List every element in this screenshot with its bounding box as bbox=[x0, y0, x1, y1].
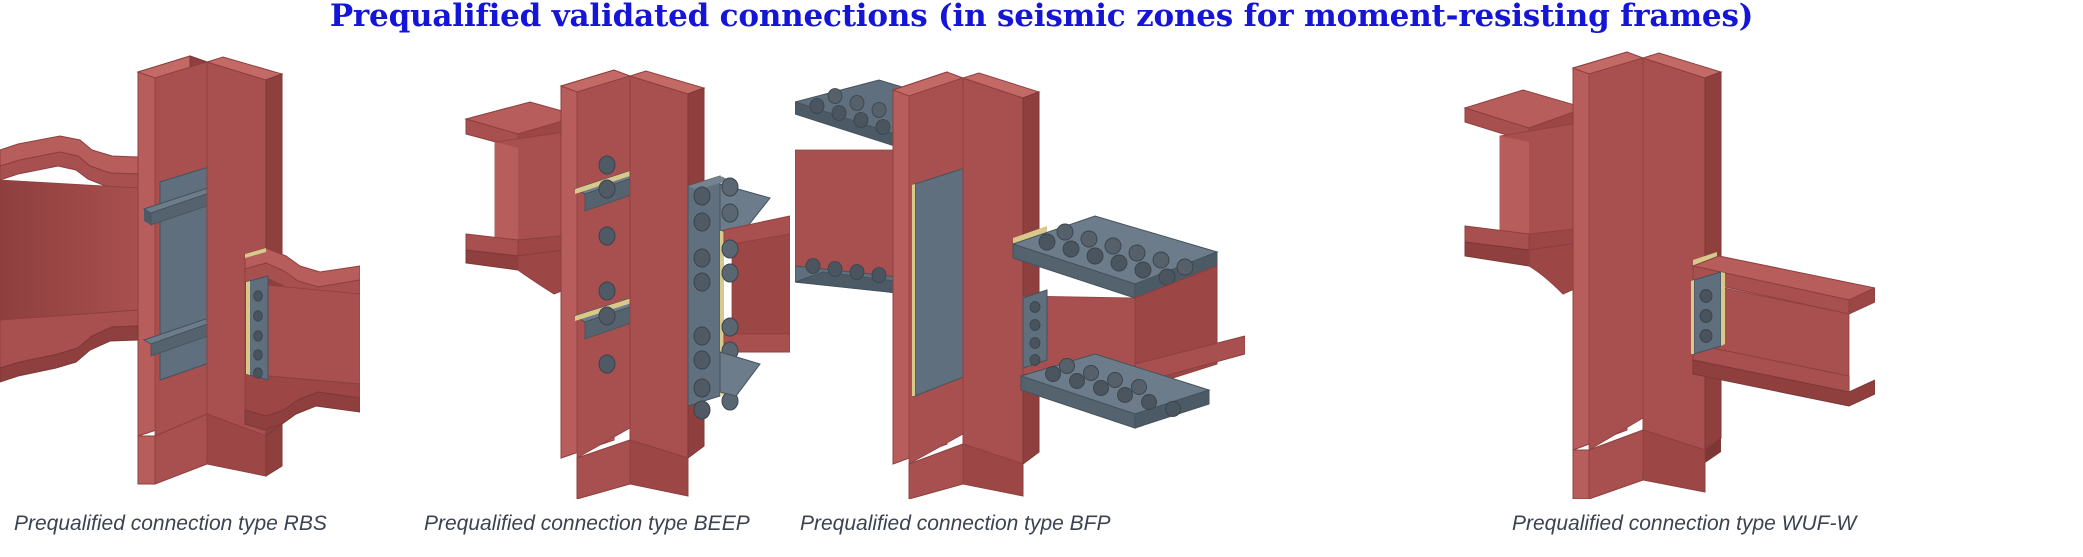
rbs-svg bbox=[0, 55, 360, 485]
connection-diagram-rbs bbox=[0, 44, 360, 499]
beep-column-web bbox=[576, 75, 631, 459]
shear-tab-bolts bbox=[253, 290, 263, 379]
beam-right-top-flange-weld bbox=[245, 248, 266, 258]
bfp-column-near-flange-right bbox=[1022, 91, 1040, 465]
connection-diagram-beep bbox=[420, 44, 790, 499]
column-lower-right-edge bbox=[265, 423, 283, 477]
continuity-plate-top-edge bbox=[144, 209, 151, 225]
connection-diagram-wufw bbox=[1455, 44, 1875, 499]
caption-bfp: Prequalified connection type BFP bbox=[800, 512, 1111, 535]
wufw-beam-right-top-flange-right bbox=[1848, 287, 1875, 315]
wufw-shear-tab-weld-right bbox=[1721, 272, 1725, 346]
caption-rbs: Prequalified connection type RBS bbox=[14, 512, 327, 535]
connection-panels bbox=[0, 44, 2083, 499]
column-lower-far-flange bbox=[137, 435, 156, 485]
bfp-bottom-flange-bolts bbox=[1045, 358, 1181, 417]
beep-beam-right-top-flange bbox=[723, 215, 790, 249]
beam-right-web bbox=[244, 282, 360, 385]
wufw-column-near-flange bbox=[1642, 57, 1706, 451]
bfp-svg bbox=[795, 71, 1245, 499]
beep-column-flange-bolts bbox=[598, 155, 616, 374]
beep-beam-right-web bbox=[731, 233, 790, 345]
beep-column-bottom-near-flange bbox=[629, 439, 689, 497]
wufw-column-bottom-far-flange bbox=[1572, 449, 1590, 499]
beep-column-near-flange bbox=[629, 75, 689, 459]
wufw-shear-tab-weld-left bbox=[1691, 280, 1694, 354]
shear-tab-weld bbox=[246, 281, 250, 375]
bfp-shear-tab-bolts bbox=[1029, 301, 1041, 366]
beam-right-bottom-flange-bottom bbox=[244, 391, 360, 431]
wufw-shear-tab-bolts bbox=[1699, 289, 1713, 343]
wufw-column-web bbox=[1588, 57, 1644, 451]
beep-end-plate-top bbox=[688, 176, 730, 190]
bfp-column-bottom-near-flange bbox=[962, 443, 1024, 497]
beep-svg bbox=[464, 69, 790, 499]
bfp-top-flange-bolts bbox=[1038, 223, 1194, 286]
beam-left-bottom-flange-bottom bbox=[0, 325, 139, 383]
bfp-doubler-plate-weld-left bbox=[912, 184, 915, 396]
beam-left-web bbox=[0, 179, 139, 321]
beep-stiffener-rib-lower bbox=[719, 351, 761, 397]
wufw-beam-right-top-flange-weld bbox=[1693, 252, 1717, 266]
bfp-column-near-flange bbox=[962, 77, 1024, 465]
wufw-column-bottom-near-flange bbox=[1642, 429, 1706, 493]
figure-title: Prequalified validated connections (in s… bbox=[329, 0, 1754, 34]
caption-beep: Prequalified connection type BEEP bbox=[424, 512, 750, 535]
wufw-beam-right-bottom-flange-bottom bbox=[1692, 359, 1875, 407]
wufw-svg bbox=[1463, 51, 1875, 499]
bfp-top-flange-plate-weld bbox=[1013, 226, 1047, 244]
connection-diagram-bfp bbox=[795, 44, 1245, 499]
beep-beam-left-web-shade bbox=[495, 142, 518, 246]
wufw-beam-left-web-shade bbox=[1500, 136, 1529, 240]
caption-wufw: Prequalified connection type WUF-W bbox=[1512, 512, 1857, 535]
